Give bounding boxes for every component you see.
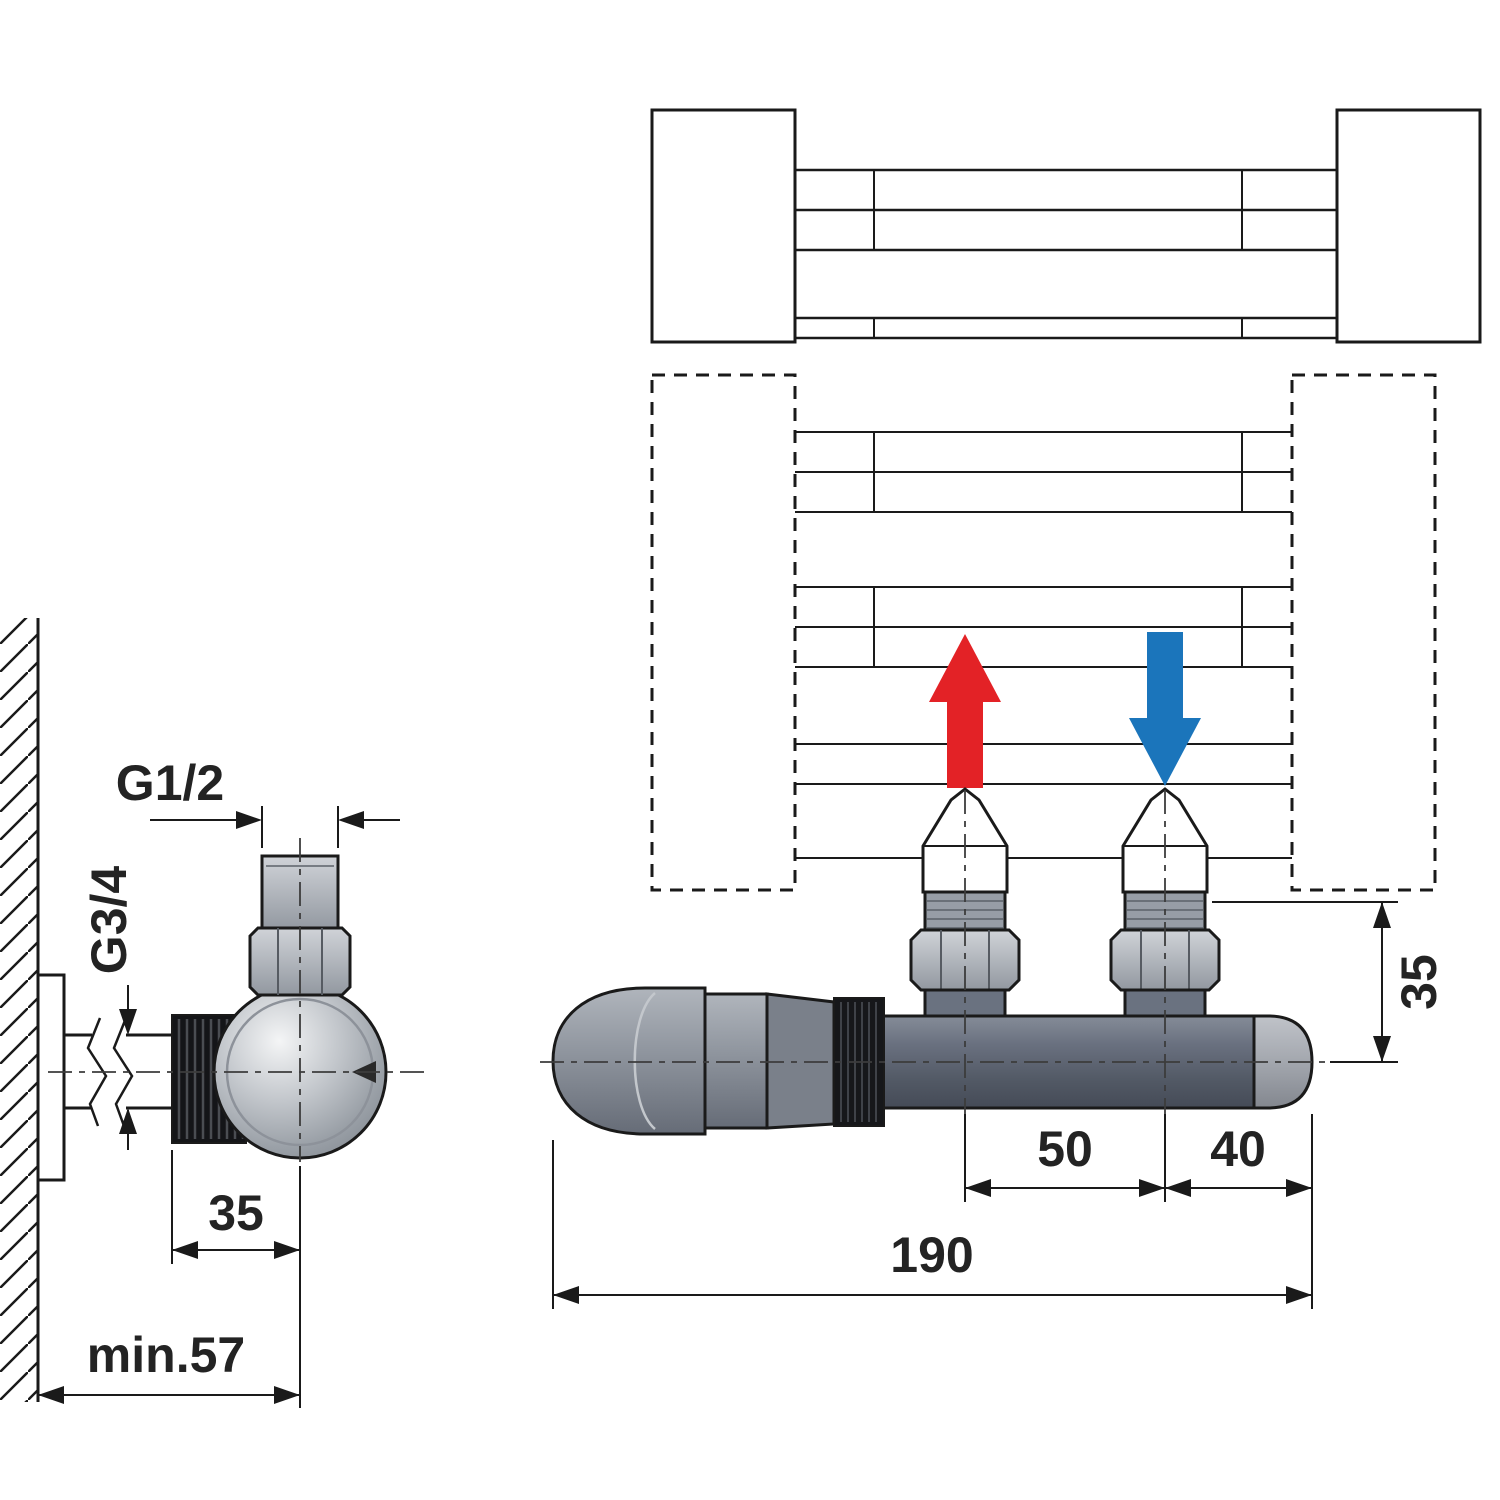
- tube-joints: [873, 170, 1243, 338]
- radiator-tubes: [795, 168, 1337, 340]
- dim-label-190: 190: [890, 1227, 973, 1283]
- radiator-tubes-lower: [795, 431, 1292, 859]
- thermostatic-head: [551, 986, 885, 1136]
- radiator-connector-supply: [909, 787, 1021, 1020]
- radiator-lower-dashed: [650, 373, 1437, 892]
- radiator-collector-left-dashed: [650, 373, 797, 892]
- radiator-connector-return: [1109, 787, 1221, 1020]
- nut-faces: [277, 928, 323, 995]
- dim-label-g34: G3/4: [81, 866, 137, 975]
- union-nut: [909, 928, 1021, 992]
- dim-label-40: 40: [1210, 1121, 1266, 1177]
- head-cylinder: [703, 992, 769, 1130]
- dimensions: G1/2 G3/4 35 min.57 35 50 40 190: [38, 755, 1447, 1408]
- wall-hatch: [0, 618, 40, 1402]
- corner-valve-side-view: [171, 854, 388, 1160]
- dimension-lines: [38, 806, 1398, 1408]
- tube-joints-lower: [873, 432, 1243, 667]
- pipe-break-icon: [86, 1017, 108, 1127]
- wall-plate: [36, 973, 66, 1182]
- pipe-break-icon: [112, 1017, 134, 1127]
- head-highlight: [633, 992, 656, 1130]
- radiator-collector-right-dashed: [1290, 373, 1437, 892]
- dim-label-height-35: 35: [1391, 954, 1447, 1010]
- supply-arrow-icon: [929, 634, 1001, 788]
- radiator-collector-right: [1335, 108, 1482, 344]
- dim-label-50: 50: [1037, 1121, 1093, 1177]
- union-nut: [1109, 928, 1221, 992]
- head-taper: [765, 992, 836, 1130]
- dim-label-offset-35: 35: [208, 1185, 264, 1241]
- radiator-collector-left: [650, 108, 797, 344]
- dim-label-min57: min.57: [87, 1327, 245, 1383]
- dim-label-g12: G1/2: [116, 755, 224, 811]
- centerlines: [48, 790, 1352, 1162]
- radiator-upper: [650, 108, 1482, 344]
- head-cap: [551, 986, 707, 1136]
- return-arrow-icon: [1129, 632, 1201, 786]
